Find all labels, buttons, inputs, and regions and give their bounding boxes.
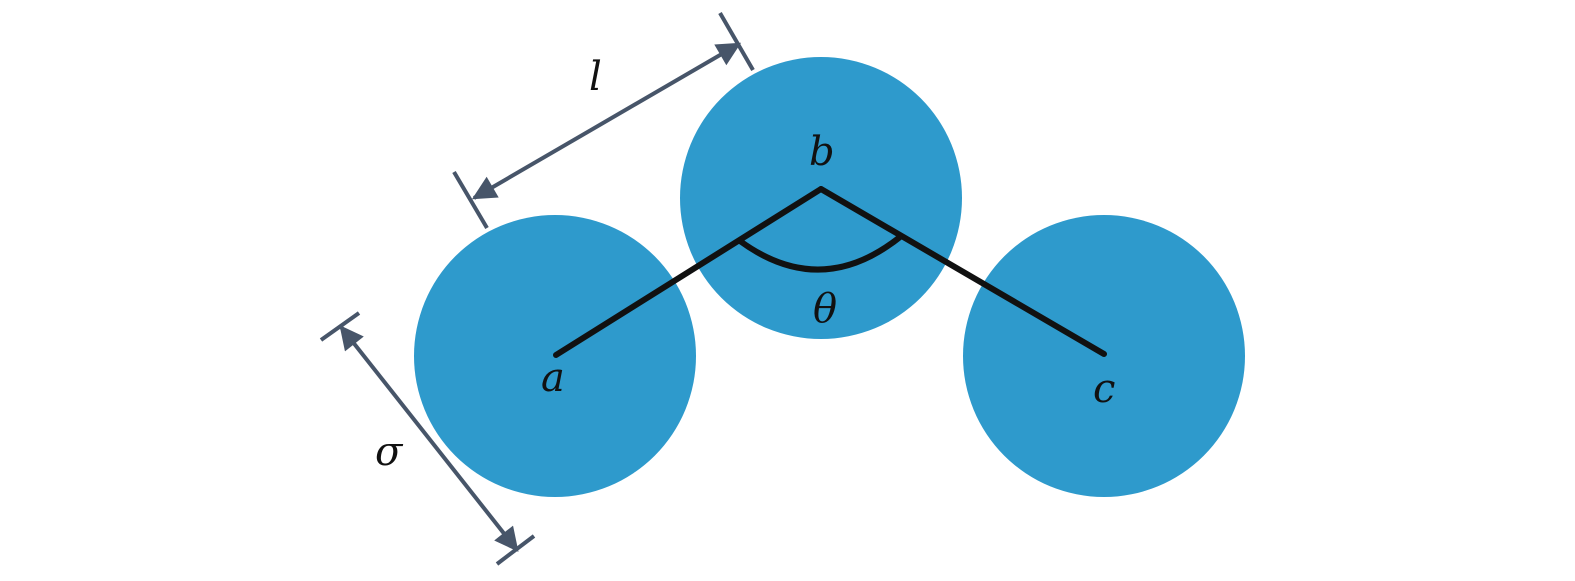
bead-a-label: a [541,355,565,401]
bead-b-label: b [809,129,835,175]
bond-length-arrow [471,42,742,200]
diameter-dimension [319,311,536,566]
bond-length-tick-left [452,170,489,230]
bond-length-label: l [589,54,602,100]
bond-length-dimension [452,11,755,230]
bead-b-circle [680,57,962,339]
bond-length-tick-right [718,11,755,72]
bead-c-label: c [1093,366,1115,412]
angle-label: θ [813,286,837,332]
bond-angle-arc [737,234,903,273]
diameter-arrow [339,325,519,552]
bond-a-b [553,186,824,358]
bond-b-c [818,186,1107,357]
diameter-label: σ [375,429,404,475]
diameter-tick-top [319,311,361,342]
